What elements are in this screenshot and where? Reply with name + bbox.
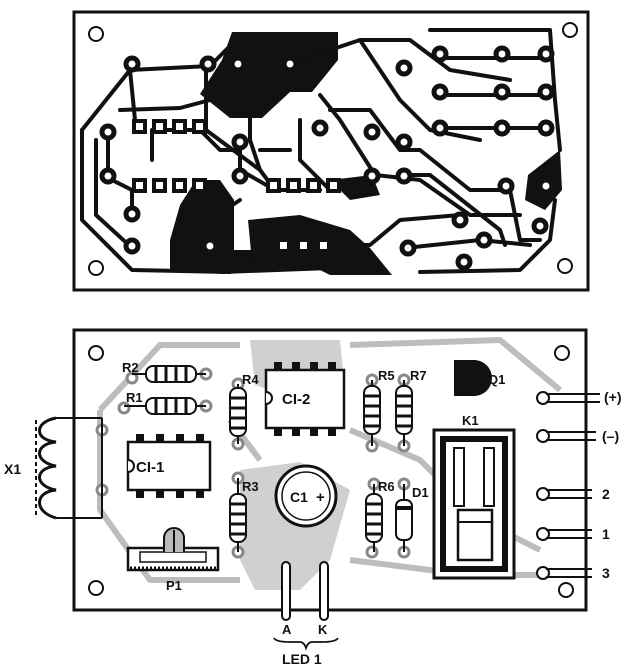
resistor-r5 (363, 380, 381, 446)
label-p1: P1 (166, 578, 182, 593)
led-labels: A K LED 1 (282, 622, 328, 667)
resistor-r6 (365, 484, 383, 552)
capacitor-c1 (274, 464, 338, 528)
label-r4: R4 (242, 372, 259, 387)
ic-ci1 (126, 434, 212, 498)
potentiometer-p1 (126, 527, 220, 572)
label-r5: R5 (378, 368, 395, 383)
mounting-holes-bottom (88, 345, 574, 598)
mounting-holes-top (88, 22, 578, 276)
label-ci1: CI-1 (136, 459, 164, 476)
resistor-r2 (132, 365, 206, 383)
transistor-q1 (454, 360, 492, 396)
label-r2: R2 (122, 360, 139, 375)
ic-ci2 (264, 362, 346, 436)
label-r1: R1 (126, 390, 143, 405)
copper-traces (80, 28, 562, 274)
label-terminal-2: 2 (602, 486, 610, 502)
resistor-r1 (124, 397, 206, 415)
label-terminal-minus: (–) (602, 428, 619, 444)
coil-x1 (35, 416, 103, 520)
label-c1-plus: + (316, 489, 325, 506)
label-terminal-3: 3 (602, 565, 610, 581)
label-k1: K1 (462, 413, 479, 428)
resistor-r3 (229, 478, 247, 552)
resistor-r4 (229, 384, 247, 444)
led-leads (273, 561, 339, 651)
label-led-anode: A (282, 622, 292, 637)
terminal-labels: (+) (–) 2 1 3 (602, 389, 622, 581)
label-led1: LED 1 (282, 651, 322, 667)
copper-pads (99, 45, 555, 271)
label-c1: C1 (290, 489, 308, 505)
pcb-component-layout (35, 328, 600, 651)
label-q1: Q1 (488, 372, 505, 387)
label-terminal-1: 1 (602, 526, 610, 542)
label-r7: R7 (410, 368, 427, 383)
label-r3: R3 (242, 479, 259, 494)
resistor-r7 (395, 380, 413, 446)
relay-k1 (432, 428, 516, 580)
diode-d1 (395, 484, 413, 552)
pcb-copper-layout (72, 10, 590, 292)
label-terminal-plus: (+) (604, 389, 622, 405)
label-r6: R6 (378, 479, 395, 494)
label-d1: D1 (412, 485, 429, 500)
terminal-wires (536, 391, 600, 580)
label-x1: X1 (4, 461, 21, 477)
component-labels: R2 R1 R4 R3 R5 R7 R6 D1 Q1 K1 CI-1 CI-2 … (4, 360, 505, 593)
label-ci2: CI-2 (282, 391, 310, 408)
label-led-cathode: K (318, 622, 328, 637)
